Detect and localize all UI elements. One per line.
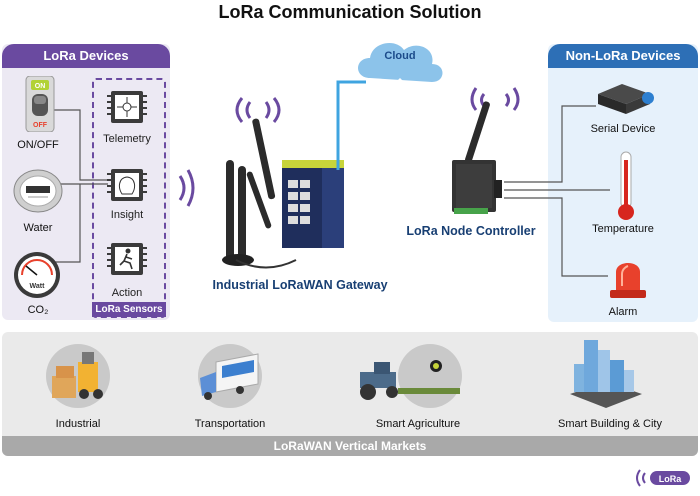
action-label: Action xyxy=(111,287,143,299)
diagram-title: LoRa Communication Solution xyxy=(218,2,482,22)
telemetry-chip-icon xyxy=(107,91,147,123)
action-chip-icon xyxy=(107,243,147,275)
cloud-label: Cloud xyxy=(384,50,416,62)
node-controller-icon xyxy=(452,101,502,214)
gauge-text: Watt xyxy=(30,283,46,290)
switch-on-text: ON xyxy=(35,83,46,90)
gateway-signal-icon xyxy=(235,97,281,123)
co2-gauge-icon: Watt xyxy=(14,252,60,298)
lora-sensors-box xyxy=(92,78,166,318)
non-lora-devices-header: Non-LoRa Devices xyxy=(548,44,698,68)
co2-label: CO₂ xyxy=(27,304,49,316)
cloud-icon xyxy=(358,43,443,110)
gateway-label: Industrial LoRaWAN Gateway xyxy=(212,278,388,292)
water-label: Water xyxy=(23,222,53,234)
water-meter-icon xyxy=(13,169,63,213)
tractor-icon xyxy=(360,344,462,408)
gateway-device-icon xyxy=(222,118,344,269)
controller-signal-icon xyxy=(470,87,520,111)
lora-sensors-label: LoRa Sensors xyxy=(92,302,166,317)
lora-devices-header: LoRa Devices xyxy=(2,44,170,68)
serial-device-label: Serial Device xyxy=(590,123,656,135)
telemetry-label: Telemetry xyxy=(103,133,151,145)
switch-icon: ON OFF xyxy=(25,76,55,132)
lora-logo: LoRa xyxy=(636,469,690,487)
node-controller-label: LoRa Node Controller xyxy=(406,224,536,238)
truck-icon xyxy=(198,344,262,408)
alarm-label: Alarm xyxy=(608,306,638,318)
city-icon xyxy=(570,340,642,408)
serial-device-icon xyxy=(598,84,654,114)
vertical-markets-footer: LoRaWAN Vertical Markets xyxy=(2,436,698,456)
signal-waves-icon xyxy=(178,169,195,207)
temperature-label: Temperature xyxy=(592,223,654,235)
forklift-icon xyxy=(46,344,110,408)
lora-logo-text: LoRa xyxy=(659,474,682,484)
alarm-light-icon xyxy=(610,263,646,298)
insight-label: Insight xyxy=(110,209,144,221)
industrial-label: Industrial xyxy=(55,418,101,430)
onoff-label: ON/OFF xyxy=(17,139,59,151)
smart-building-city-label: Smart Building & City xyxy=(558,418,662,430)
thermometer-icon xyxy=(618,151,634,220)
smart-agriculture-label: Smart Agriculture xyxy=(375,418,461,430)
switch-off-text: OFF xyxy=(33,122,48,129)
insight-chip-icon xyxy=(107,169,147,201)
transportation-label: Transportation xyxy=(194,418,266,430)
